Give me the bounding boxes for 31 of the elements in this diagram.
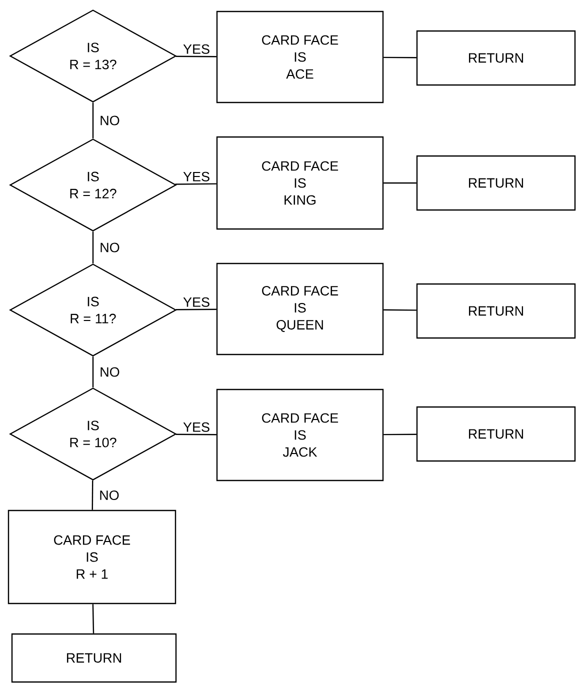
connector-line	[176, 434, 216, 436]
edge-label: YES	[183, 297, 210, 307]
connector-line	[92, 232, 94, 264]
connector-line	[176, 56, 216, 58]
edge-label: NO	[100, 116, 120, 126]
connector-line	[92, 356, 94, 388]
connector-line	[384, 434, 416, 436]
return-box: RETURN	[416, 406, 576, 462]
connector-line	[384, 56, 416, 58]
return-box: RETURN	[416, 155, 576, 211]
edge-label: NO	[100, 367, 120, 377]
connector-line	[175, 183, 216, 185]
return-box: RETURN	[416, 30, 576, 86]
connector-line	[384, 309, 416, 311]
edge-label: YES	[183, 172, 210, 182]
process-box: CARD FACE IS JACK	[216, 388, 384, 482]
connector-line	[92, 480, 94, 510]
process-box: CARD FACE IS ACE	[216, 10, 384, 104]
edge-label: NO	[100, 242, 120, 252]
edge-label: YES	[183, 44, 210, 54]
connector-line	[92, 604, 94, 634]
process-box: CARD FACE IS R + 1	[8, 510, 176, 604]
process-box: CARD FACE IS KING	[216, 136, 384, 230]
edge-label: NO	[100, 490, 119, 500]
connector-line	[176, 308, 216, 310]
return-box: RETURN	[416, 283, 576, 339]
edge-label: YES	[183, 422, 210, 432]
process-box: CARD FACE IS QUEEN	[216, 262, 384, 356]
connector-line	[384, 182, 416, 184]
return-box: RETURN	[11, 633, 177, 683]
connector-line	[92, 102, 94, 138]
